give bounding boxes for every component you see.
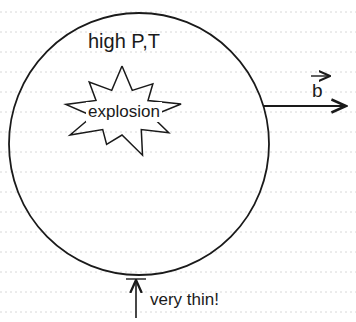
condition-label: high P,T (88, 30, 160, 53)
vector-accent (311, 75, 330, 76)
explosion-star: explosion (62, 66, 182, 158)
event-label: explosion (86, 102, 162, 122)
paper-lines (0, 12, 356, 312)
thickness-tick (126, 278, 146, 279)
vector-label: b (312, 80, 323, 102)
container-circle: high P,T explosion (8, 12, 270, 276)
note-label: very thin! (150, 290, 219, 310)
vector-arrow (264, 105, 346, 107)
thickness-pointer (135, 280, 137, 318)
